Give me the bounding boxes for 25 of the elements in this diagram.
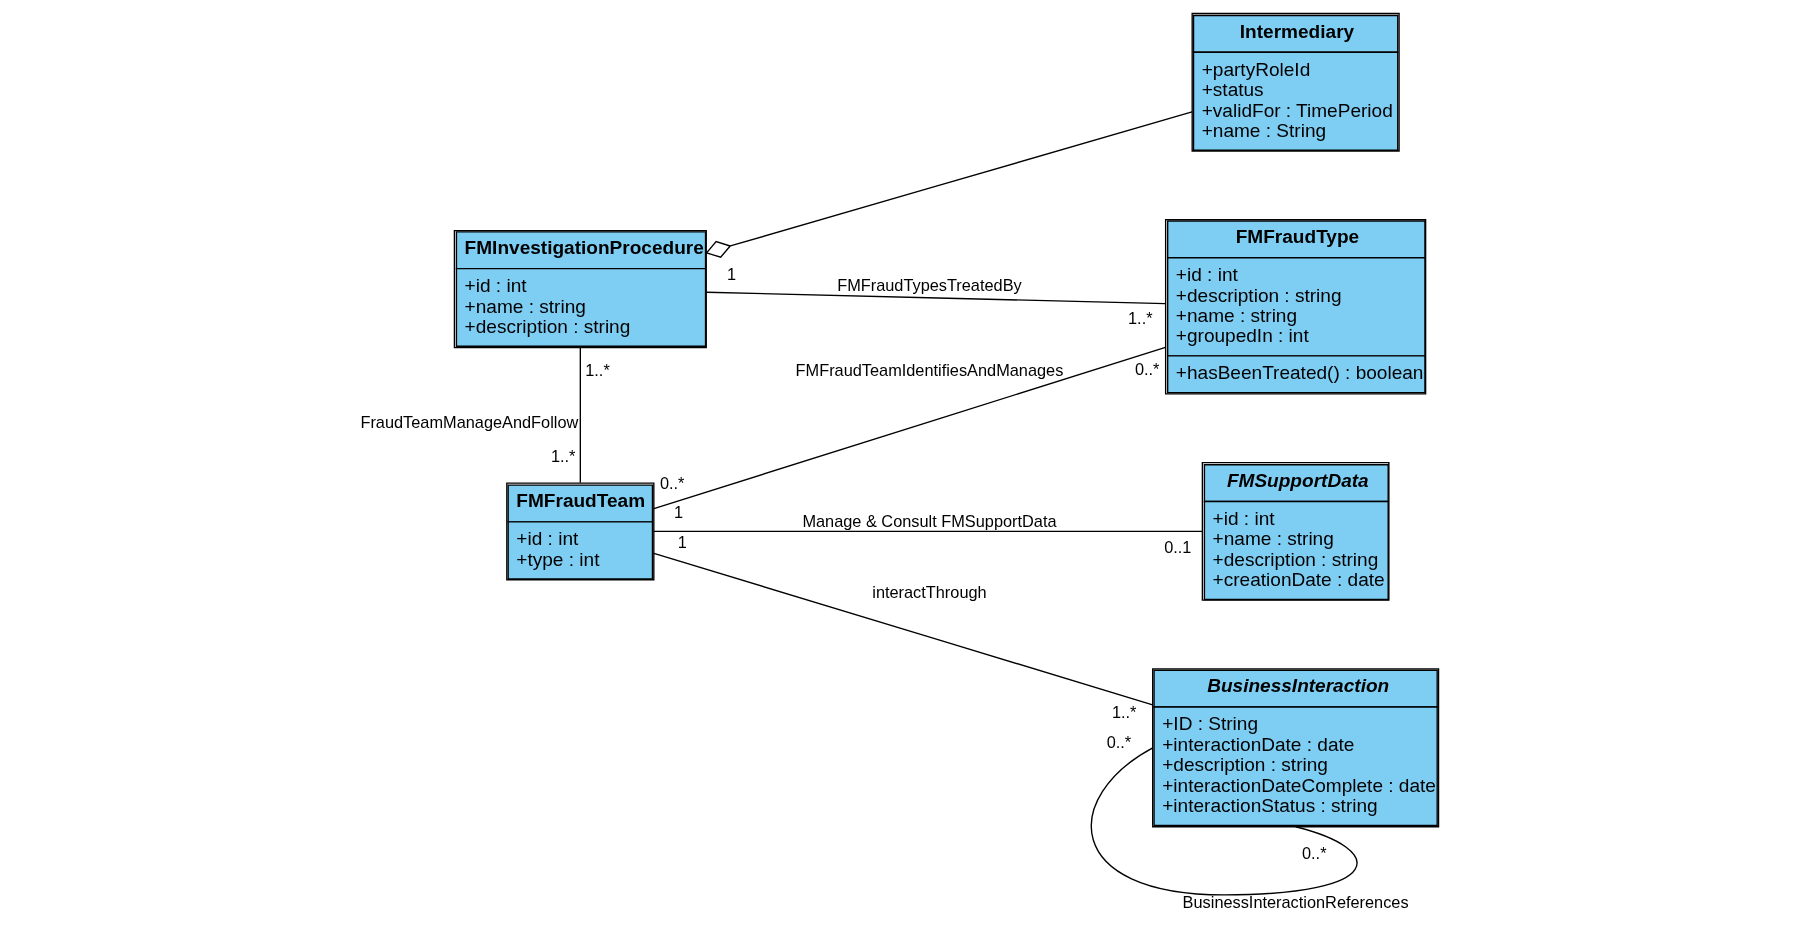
edge-label: FMFraudTeamIdentifiesAndManages <box>795 360 1064 379</box>
node-label: 0..* <box>1134 360 1160 379</box>
node-label: 1..* <box>1111 703 1137 722</box>
node-label: 1 <box>677 533 687 552</box>
edge-label: FraudTeamManageAndFollow <box>360 413 579 432</box>
node-label: 0..* <box>1106 732 1132 751</box>
node-label: 1..* <box>1128 309 1153 328</box>
connector <box>705 291 1166 305</box>
node-label: 0..* <box>1301 844 1327 863</box>
node-label: 0..* <box>659 474 685 493</box>
connector <box>1090 747 1358 896</box>
edge-label: BusinessInteractionReferences <box>1182 892 1409 911</box>
edge-label: Manage & Consult FMSupportData <box>802 511 1057 530</box>
node-label: 1 <box>673 503 684 522</box>
edge-label: FMFraudTypesTreatedBy <box>837 276 1022 295</box>
connector <box>579 347 581 484</box>
edge-label: interactThrough <box>872 582 987 601</box>
node-label: 0..1 <box>1164 537 1192 556</box>
connector <box>653 552 1154 706</box>
connector <box>653 530 1203 533</box>
node-label: 1 <box>727 264 737 283</box>
node-label: 1..* <box>585 361 610 380</box>
connector <box>705 111 1193 259</box>
node-label: 1..* <box>550 447 576 466</box>
connector <box>653 346 1167 510</box>
